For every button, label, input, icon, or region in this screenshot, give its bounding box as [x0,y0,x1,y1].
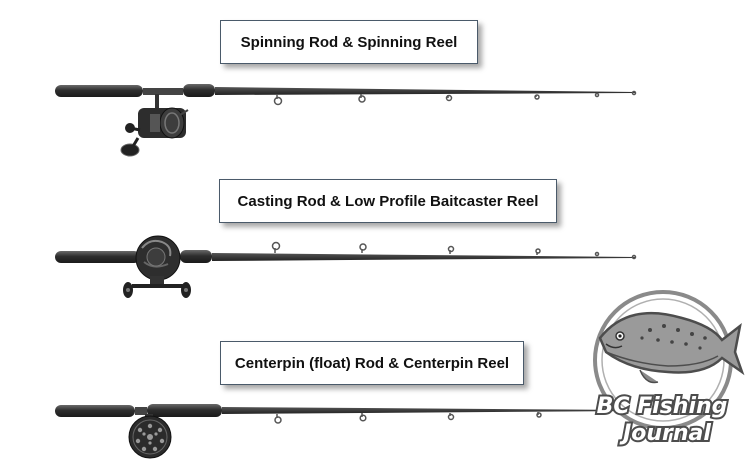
fore-grip [183,84,215,97]
spinning-reel-icon [120,94,189,157]
centerpin-reel-icon [128,414,172,459]
rod-guides [274,412,542,424]
fore-grip [180,250,212,263]
reel-seat [143,88,183,95]
rod-blank [222,407,636,414]
rod-guides [271,241,637,260]
rod-blank [212,253,636,261]
rod-blank [215,87,636,95]
spinning-rod [55,84,637,157]
rod-handle [55,251,140,263]
reel-seat [135,407,147,415]
spinning-rod-label: Spinning Rod & Spinning Reel [220,20,478,64]
rod-handle [55,85,143,97]
centerpin-rod [55,404,636,459]
rod-handle [55,405,135,417]
logo-title: BC Fishing [597,394,728,419]
logo-subtitle: Journal [619,421,711,446]
baitcaster-reel-icon [123,235,191,298]
centerpin-rod-label: Centerpin (float) Rod & Centerpin Reel [220,341,524,385]
trout-fish-icon [598,311,745,384]
bc-fishing-journal-logo: BC Fishing Journal [593,290,745,448]
casting-rod [55,235,637,298]
rod-guides [273,90,637,106]
fore-grip [147,404,222,417]
casting-rod-label: Casting Rod & Low Profile Baitcaster Ree… [219,179,557,223]
